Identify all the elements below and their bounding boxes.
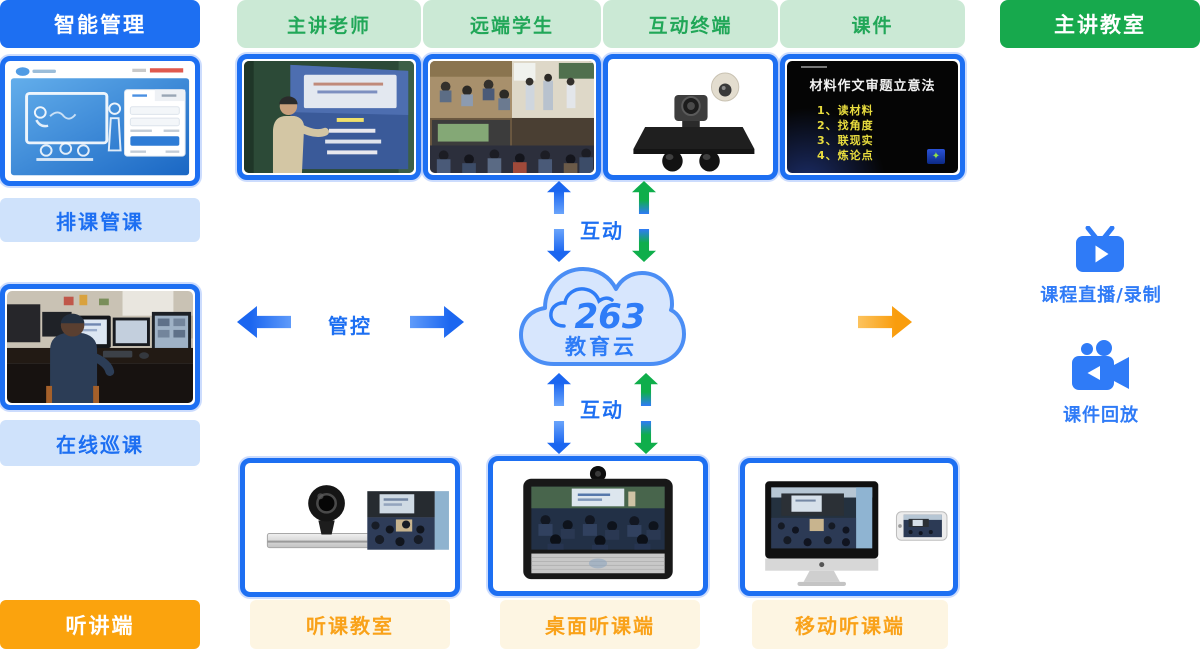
camcorder-play-icon (1072, 340, 1129, 390)
column-label-courseware: 课件 (780, 0, 965, 48)
remote-students-frame (423, 54, 601, 180)
courseware-slide-frame: 材料作文审题立意法 1、读材料 2、找角度 3、联现实 4、炼论点 ✦ (780, 54, 965, 180)
mobile-client-frame (740, 458, 958, 596)
control-left-arrow (237, 306, 291, 338)
schedule-screenshot-frame (0, 56, 200, 186)
main-classroom-button: 主讲教室 (1000, 0, 1200, 48)
smart-management-button: 智能管理 (0, 0, 200, 48)
tv-play-icon (1076, 226, 1124, 272)
cloud-logo-text: 263 (575, 297, 646, 337)
remote-students-thumbnail (430, 61, 594, 173)
interact-top-blue-up-arrow (547, 181, 571, 214)
online-inspection-thumbnail (7, 291, 193, 403)
interactive-terminal-thumbnail (610, 61, 771, 173)
playback-label: 课件回放 (1063, 405, 1139, 426)
interact-bottom-blue-down-arrow (547, 421, 571, 454)
live-record-label: 课程直播/录制 (1040, 285, 1162, 306)
interact-bottom-green-down-arrow (634, 421, 658, 454)
desktop-client-label: 桌面听课端 (500, 600, 700, 649)
courseware-item: 3、联现实 (817, 134, 874, 147)
mobile-client-label: 移动听课端 (752, 600, 948, 649)
mobile-client-thumbnail (747, 465, 951, 589)
listening-classroom-frame (240, 458, 460, 597)
cloud-263-icon: 263 教育云 (519, 267, 686, 366)
courseware-item: 1、读材料 (817, 104, 874, 117)
desktop-client-thumbnail (495, 463, 701, 589)
column-label-remote-students: 远端学生 (423, 0, 601, 48)
listening-classroom-label: 听课教室 (250, 600, 450, 649)
control-label: 管控 (328, 314, 372, 338)
listener-side-button: 听讲端 (0, 600, 200, 649)
teacher-video-frame (237, 54, 421, 180)
desktop-client-frame (488, 456, 708, 596)
slide-artifact (801, 66, 827, 68)
schedule-label: 排课管课 (0, 198, 200, 242)
interactive-terminal-frame (603, 54, 778, 180)
column-label-teacher: 主讲老师 (237, 0, 421, 48)
output-orange-arrow (858, 306, 912, 338)
listening-classroom-thumbnail (247, 465, 453, 590)
courseware-slide-thumbnail: 材料作文审题立意法 1、读材料 2、找角度 3、联现实 4、炼论点 ✦ (787, 61, 958, 173)
courseware-title: 材料作文审题立意法 (809, 79, 936, 94)
column-label-interactive-terminal: 互动终端 (603, 0, 778, 48)
interact-top-green-up-arrow (632, 181, 656, 214)
courseware-item: 2、找角度 (817, 119, 874, 132)
cloud-name-text: 教育云 (565, 335, 637, 359)
control-right-arrow (410, 306, 464, 338)
teacher-video-thumbnail (244, 61, 414, 173)
inspection-screenshot-frame (0, 284, 200, 410)
schedule-login-thumbnail (7, 63, 193, 179)
courseware-list: 1、读材料 2、找角度 3、联现实 4、炼论点 (817, 103, 958, 163)
inspection-label: 在线巡课 (0, 420, 200, 466)
courseware-logo-icon: ✦ (927, 149, 945, 164)
interact-bottom-green-up-arrow (634, 373, 658, 406)
interact-bottom-label: 互动 (580, 398, 624, 422)
interact-top-label: 互动 (580, 219, 624, 243)
courseware-item: 4、炼论点 (817, 149, 874, 162)
interact-bottom-blue-up-arrow (547, 373, 571, 406)
